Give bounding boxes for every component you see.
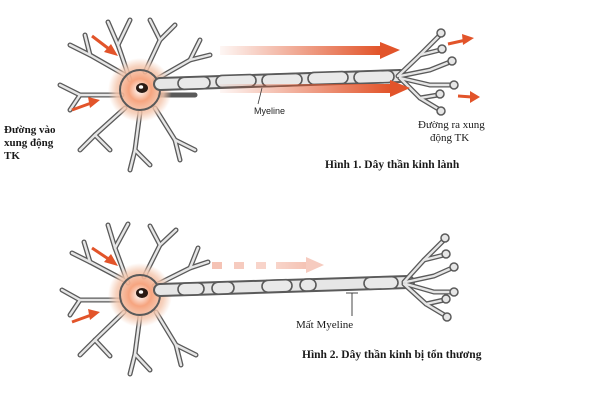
axon-2 — [153, 275, 415, 297]
input-label-line-1: Đường vào — [4, 124, 56, 136]
output-label-line-2: động TK — [430, 132, 469, 144]
input-label-line-3: TK — [4, 150, 20, 162]
figure-2-caption: Hình 2. Dây thần kinh bị tổn thương — [302, 348, 482, 361]
axon-1-terminal-knobs — [435, 28, 459, 116]
figure-2-damaged-nerve: Mất Myeline Hình 2. Dây thần kinh bị tổn… — [59, 221, 482, 377]
myelin-sheaths-1 — [177, 69, 395, 91]
conduction-arrows-1 — [220, 42, 410, 97]
output-label: Đường ra xung động TK — [418, 119, 488, 144]
figure-1-healthy-nerve: Myeline Đường vào xung động TK Đường ra … — [4, 17, 488, 173]
figure-1-caption: Hình 1. Dây thần kinh lành — [325, 158, 460, 171]
output-label-line-1: Đường ra xung — [418, 119, 485, 131]
input-arrows-2 — [71, 246, 118, 324]
myelin-label: Myeline — [254, 106, 285, 116]
myelin-loss-label: Mất Myeline — [296, 319, 353, 331]
input-arrows-1 — [71, 34, 118, 112]
myelin-label-pointer — [257, 87, 263, 105]
axon-2-terminal-knobs — [440, 233, 459, 322]
input-label-line-2: xung động — [4, 137, 54, 149]
output-arrows-1 — [447, 34, 480, 103]
blocked-conduction-arrow-2 — [212, 257, 324, 273]
input-label: Đường vào xung động TK — [4, 124, 58, 162]
axon-1 — [153, 69, 407, 91]
myelin-sheaths-2-damaged — [177, 275, 399, 297]
